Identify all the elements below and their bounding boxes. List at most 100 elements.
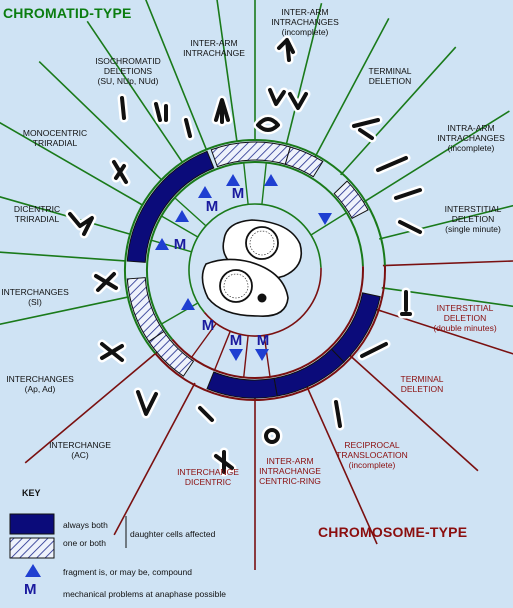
green-divider-1	[285, 2, 323, 145]
compound-triangle-1	[264, 174, 278, 186]
label-terminal-deletion-chromosome: TERMINAL DELETION	[400, 374, 444, 394]
chromosome-sketch-12	[65, 209, 97, 239]
chromosome-body	[184, 118, 192, 138]
green-divider-9	[0, 196, 131, 235]
chromosome-sketch-15	[133, 387, 161, 419]
green-divider-13	[145, 0, 208, 150]
green-divider-5	[379, 204, 513, 240]
affected-bands	[126, 141, 381, 399]
chromosome-sketch-17	[261, 425, 283, 447]
chromosome-sketch-13	[91, 269, 121, 295]
compound-triangle-4	[318, 213, 332, 225]
band-solid-8	[206, 371, 278, 399]
green-divider-4	[363, 110, 510, 203]
chromosome-sketch-22	[395, 217, 425, 237]
band-hatch-2	[333, 180, 369, 220]
chromosome-sketch-6	[117, 93, 129, 123]
chromosome-type-title: CHROMOSOME-TYPE	[318, 524, 468, 540]
chromosome-sketch-8	[349, 115, 383, 143]
key-title: KEY	[22, 488, 41, 498]
chromosome-sketch-4	[285, 89, 311, 113]
chromosome-body	[94, 272, 118, 292]
marker-divider-7	[190, 322, 217, 358]
chromosome-body	[334, 400, 342, 428]
marker-divider-2	[310, 212, 347, 236]
label-interchange-ac: INTERCHANGE (AC)	[49, 440, 111, 460]
core-ring-chromosome	[203, 267, 322, 337]
mechanical-m-1: M	[206, 198, 219, 215]
marker-divider-1	[261, 162, 267, 205]
key-mechanical: mechanical problems at anaphase possible	[63, 589, 227, 599]
key-triangle-icon	[25, 564, 41, 577]
chromosome-body	[154, 102, 168, 122]
mechanical-m-2: M	[174, 236, 187, 253]
mechanical-m-0: M	[232, 185, 245, 202]
label-reciprocal-translocation: RECIPROCAL TRANSLOCATION (incomplete)	[336, 440, 408, 470]
chromosome-body	[214, 450, 234, 474]
chromosome-sketch-5	[151, 99, 171, 125]
marker-divider-4	[161, 215, 199, 238]
marker-divider-3	[150, 239, 192, 253]
marker-divider-10	[263, 335, 271, 378]
key-m-symbol: M	[24, 581, 37, 598]
label-inter-arm-intrachange: INTER-ARM INTRACHANGE	[183, 38, 245, 58]
chromosome-body	[100, 342, 124, 362]
chromosome-body	[360, 342, 388, 358]
compound-triangle-8	[255, 349, 269, 361]
chromosome-body	[68, 212, 94, 236]
label-centric-ring: INTER-ARM INTRACHANGE CENTRIC-RING	[259, 456, 321, 486]
key-one-or-both: one or both	[63, 538, 107, 548]
chromosome-body	[376, 156, 408, 172]
compound-triangle-7	[229, 349, 243, 361]
chromosome-body	[264, 428, 280, 444]
label-terminal-deletion: TERMINAL DELETION	[368, 66, 412, 86]
band-hatch-1	[284, 146, 324, 178]
outer-ring-chromosome	[154, 265, 386, 401]
chromosome-sketch-7	[181, 115, 195, 141]
red-divider-3	[306, 386, 378, 545]
chromosome-sketch-2	[253, 114, 283, 135]
label-monocentric-triradial: MONOCENTRIC TRIRADIAL	[22, 128, 88, 148]
compound-triangle-5	[155, 238, 169, 250]
outer-rings	[124, 139, 386, 401]
label-interchanges-si: INTERCHANGES (SI)	[1, 287, 69, 307]
key-compound: fragment is, or may be, compound	[63, 567, 192, 577]
chromosome-body	[256, 117, 280, 132]
red-divider-6	[24, 351, 158, 464]
chromosome-sketch-20	[397, 287, 415, 319]
chromosome-body	[136, 390, 158, 416]
chromosome-body	[268, 88, 286, 106]
label-isochromatid-deletions: ISOCHROMATID DELETIONS (SU, NUp, NUd)	[95, 56, 161, 86]
red-divider-2	[349, 355, 479, 472]
red-divider-0	[382, 260, 513, 267]
marker-divider-5	[174, 197, 207, 227]
chromosome-body	[120, 96, 126, 120]
band-solid-3	[126, 150, 215, 263]
label-interchanges-ap-ad: INTERCHANGES (Ap, Ad)	[6, 374, 74, 394]
chromosome-sketch-14	[97, 339, 127, 365]
green-divider-12	[86, 20, 183, 163]
chromosome-body	[288, 92, 308, 110]
label-intra-arm-intrachanges: INTRA-ARM INTRACHANGES (incomplete)	[437, 123, 505, 153]
marker-divider-0	[243, 162, 249, 205]
chromosome-body	[394, 188, 422, 200]
key-always-both: always both	[63, 520, 108, 530]
marker-divider-9	[243, 335, 249, 378]
label-interchange-dicentric: INTERCHANGE DICENTRIC	[177, 467, 239, 487]
chromosome-sketch-3	[211, 95, 233, 127]
chromosome-body	[198, 406, 214, 422]
chromosome-sketch-11	[109, 157, 131, 187]
mechanical-m-5: M	[257, 332, 270, 349]
key-always-both-swatch	[9, 513, 55, 535]
marker-divider-8	[213, 330, 231, 371]
chromosome-sketch-19	[357, 339, 391, 361]
chromosome-body	[398, 220, 422, 234]
chromosome-drawings	[65, 35, 425, 477]
label-interstitial-deletion-double: INTERSTITIAL DELETION (double minutes)	[433, 303, 497, 333]
chromosome-body	[352, 118, 380, 140]
red-divider-5	[113, 382, 196, 536]
label-interstitial-deletion: INTERSTITIAL DELETION (single minute)	[444, 204, 502, 234]
